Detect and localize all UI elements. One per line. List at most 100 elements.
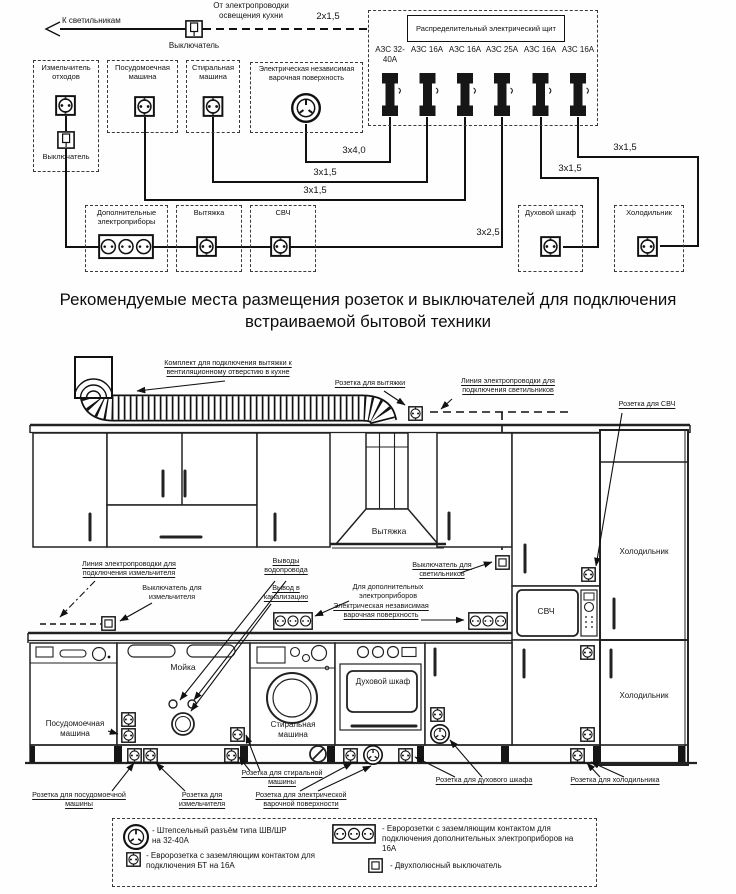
breaker-label: АЗС 25А [485,45,519,54]
box-fridge: Холодильник [614,205,684,272]
plug-connector-icon [429,723,451,745]
microwave-label: СВЧ [537,606,555,616]
outlet-icon [230,727,245,742]
outlet-icon [580,727,595,742]
panel-title: Распределительный электрический щит [407,15,565,42]
box-cooktop-label: Электрическая независимая варочная повер… [258,64,355,82]
outlet-icon [580,645,595,660]
box-oven-label: Духовой шкаф [525,208,576,217]
callout-cooktop-socket: Розетка для электрической варочной повер… [255,790,347,808]
legend-item-plug: - Штепсельный разъём типа ШВ/ШР на 32-40… [152,826,287,845]
box-dishwasher-label: Посудомоечная машина [115,63,170,81]
oven-label: Духовой шкаф [355,677,411,686]
plinth-feet [30,746,685,762]
box-hood-label: Вытяжка [193,208,225,217]
cable-label: 3x4,0 [342,145,366,156]
box-cooktop: Электрическая независимая варочная повер… [250,62,363,133]
legend-item-triple-outlet: - Евророзетки с заземляющим контактом дл… [382,824,574,853]
callout-shredder-line: Линия электропроводки для подключения из… [82,559,176,577]
wall-switch-icon [185,20,203,38]
distribution-panel-box [368,10,598,126]
callout-oven-socket: Розетка для духового шкафа [435,775,533,784]
outlet-icon [224,748,239,763]
upper-cabinets [29,423,691,548]
cable-label: 3x1,5 [303,185,327,196]
box-additional-appliances-label: Дополнительные электроприборы [96,208,157,226]
label-from-kitchen-wiring: От электропроводки освещения кухни [213,1,289,20]
outlet-icon [398,748,413,763]
vent-duct [74,356,398,427]
callout-additional-appliances: Для дополнительных электроприборов [352,582,424,600]
callout-microwave-socket: Розетка для СВЧ [618,399,676,408]
sink-label: Мойка [170,662,196,672]
callout-duct-kit: Комплект для подключения вытяжки к венти… [164,358,292,376]
cable-label: 3x1,5 [313,167,337,178]
hood-label: Вытяжка [371,526,407,536]
breaker-label: АЗС 16А [448,45,482,54]
washer-label: Стиральная машина [270,720,316,739]
box-washer-label: Стиральная машина [191,63,235,81]
box-hood: Вытяжка [176,205,242,272]
callout-lights-line: Линия электропроводки для подключения св… [461,376,555,394]
box-oven: Духовой шкаф [518,205,583,272]
fridge-upper-label: Холодильник [619,547,669,556]
fridge-lower-label: Холодильник [619,691,669,700]
triple-outlet-icon [468,612,508,630]
box-shredder-label: Измельчитель отходов [41,63,91,81]
outlet-icon [570,748,585,763]
page-title: Рекомендуемые места размещения розеток и… [59,290,677,331]
kitchen-elevation [25,356,697,792]
outlet-icon [581,567,596,582]
outlet-icon [143,748,158,763]
callout-cooktop: Электрическая независимая варочная повер… [333,601,429,619]
callout-washer-socket: Розетка для стиральной машины [241,768,323,786]
sewer-outlet-mark [171,712,195,736]
outlet-icon [127,748,142,763]
callout-shredder-socket: Розетка для измельчителя [178,790,226,808]
box-microwave-label: СВЧ [275,208,291,217]
dishwasher-label: Посудомоечная машина [45,719,105,738]
callout-lights-switch: Выключатель для светильников [412,560,472,578]
microwave-column [511,432,601,746]
cable-label: 3x2,5 [476,227,500,238]
callout-fridge-socket: Розетка для холодильника [570,775,660,784]
cable-label: 3x1,5 [558,163,582,174]
leader-lines [59,380,625,792]
hood [330,432,446,549]
plug-connector-icon [362,744,384,766]
breaker-label: АЗС 32-40А [375,45,405,64]
legend-item-switch: - Двухполюсный выключатель [390,861,502,870]
breaker-label: АЗС 16А [410,45,444,54]
box-washer: Стиральная машина [186,60,240,133]
callout-dishwasher-socket: Розетка для посудомоечной машины [32,790,126,808]
breaker-label: АЗС 16А [523,45,557,54]
outlet-icon [343,748,358,763]
box-fridge-label: Холодильник [626,208,672,217]
vent-opening [74,356,113,399]
dishwasher [29,642,118,746]
box-additional-appliances: Дополнительные электроприборы [85,205,168,272]
outlet-icon [121,712,136,727]
oven [334,642,426,746]
outlet-icon [408,406,423,421]
countertop [27,631,512,643]
triple-outlet-icon [273,612,313,630]
box-shredder-switch-label: Выключатель [42,152,90,161]
fridge-column [599,429,689,766]
callout-shredder-switch: Выключатель для измельчителя [142,583,202,601]
callout-hood-socket: Розетка для вытяжки [334,378,406,387]
outlet-icon [121,728,136,743]
callout-sewer-outlet: Вывод в канализацию [263,583,309,601]
cable-label-lighting: 2x1,5 [316,11,340,22]
legend-box [112,818,597,887]
box-dishwasher: Посудомоечная машина [107,60,178,133]
breaker-label: АЗС 16А [561,45,595,54]
outlet-icon [430,707,445,722]
cable-label: 3x1,5 [613,142,637,153]
base-cabinets [25,642,697,765]
wall-switch-icon [101,616,116,631]
water-outlet-mark [168,699,178,709]
legend-item-outlet: - Евророзетка с заземляющим контактом дл… [146,851,315,870]
